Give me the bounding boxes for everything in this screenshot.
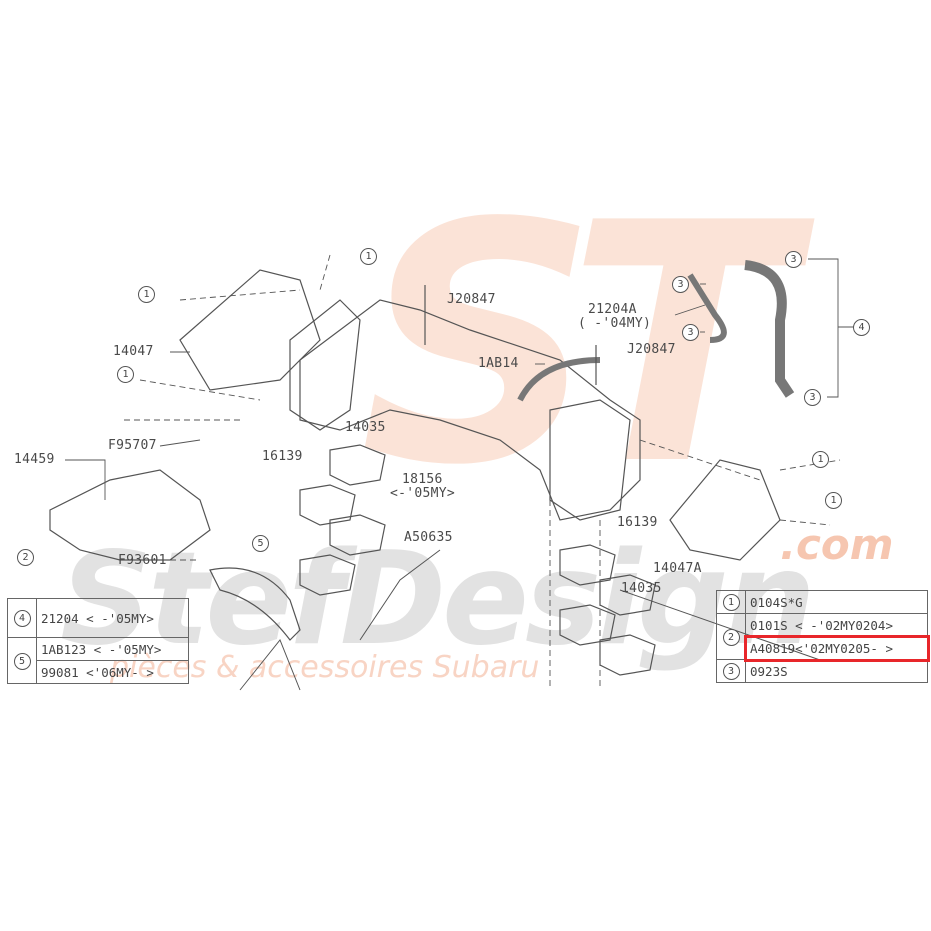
hose-21204 (744, 260, 795, 398)
callout-2: 2 (17, 549, 34, 566)
gaskets-left (299, 444, 386, 596)
legend-ref: 3 (716, 659, 746, 683)
legend-row: 2 0101S < -'02MY0204> (716, 613, 928, 660)
hose-5 (209, 567, 301, 641)
part-label-16139-right: 16139 (617, 515, 658, 530)
legend-part: 0104S*G (745, 590, 928, 614)
callout-1: 1 (812, 451, 829, 468)
part-label-18156-note: <-'05MY> (390, 486, 456, 501)
part-label-A50635: A50635 (404, 530, 453, 545)
callout-4: 4 (13, 610, 31, 627)
callout-3: 3 (804, 389, 821, 406)
part-label-14035: 14035 (345, 420, 386, 435)
legend-row: 99081 <'06MY- > (8, 660, 189, 684)
cover-14047 (179, 269, 321, 391)
watermark-domain: .com (780, 520, 894, 569)
callout-1: 1 (825, 492, 842, 509)
callout-3: 3 (672, 276, 689, 293)
callout-1: 1 (360, 248, 377, 265)
legend-ref: 2 (716, 613, 746, 660)
callout-4: 4 (853, 319, 870, 336)
legend-left: 4 21204 < -'05MY> 5 1AB123 < -'05MY> 99081… (7, 598, 189, 684)
leader-lines (65, 258, 855, 500)
guide-lines (120, 254, 841, 690)
callout-5: 5 (252, 535, 269, 552)
part-label-14035-right: 14035 (621, 581, 662, 596)
callout-3: 3 (682, 324, 699, 341)
legend-part: 21204 < -'05MY> (36, 598, 189, 638)
part-label-F95707: F95707 (108, 438, 157, 453)
cover-14047A (669, 459, 781, 561)
legend-row: 4 21204 < -'05MY> (7, 598, 189, 638)
part-label-21204A-note: ( -'04MY) (578, 316, 652, 331)
air-duct-14459 (49, 469, 211, 561)
legend-ref: 1 (716, 590, 746, 614)
part-label-F93601: F93601 (118, 553, 167, 568)
callout-3: 3 (785, 251, 802, 268)
callout-2: 2 (722, 628, 740, 646)
gaskets-right (559, 544, 656, 676)
part-label-J20847-right: J20847 (627, 342, 676, 357)
part-label-16139: 16139 (262, 449, 303, 464)
part-label-18156: 18156 (402, 472, 443, 487)
legend-row: 5 1AB123 < -'05MY> (7, 637, 189, 684)
legend-row: 3 0923S (716, 659, 928, 683)
pipe-1AB14 (517, 357, 601, 402)
part-label-21204A: 21204A (588, 302, 637, 317)
callout-1: 1 (138, 286, 155, 303)
part-label-14047: 14047 (113, 344, 154, 359)
legend-ref: 5 (7, 637, 37, 684)
part-label-14047A: 14047A (653, 561, 702, 576)
intake-manifold (299, 299, 641, 521)
legend-ref: 4 (7, 598, 37, 638)
watermark-logo: ST (360, 153, 793, 537)
legend-part-highlighted[interactable]: A40819<'02MY0205- > (743, 634, 930, 662)
part-label-1AB14: 1AB14 (478, 356, 519, 371)
callout-5: 5 (13, 652, 31, 670)
callout-1: 1 (117, 366, 134, 383)
callout-1: 1 (722, 594, 740, 611)
legend-part: 99081 <'06MY- > (36, 660, 189, 684)
legend-part: 0101S < -'02MY0204> (745, 613, 928, 637)
part-label-14459: 14459 (14, 452, 55, 467)
part-label-J20847: J20847 (447, 292, 496, 307)
hose-21204A (687, 273, 727, 343)
legend-part: 0923S (745, 659, 928, 683)
legend-row: 1 0104S*G (716, 590, 928, 614)
callout-3: 3 (722, 663, 740, 680)
legend-row: A40819<'02MY0205- > (717, 634, 930, 662)
legend-right: 1 0104S*G 2 0101S < -'02MY0204> A40819<'02… (716, 590, 930, 683)
throttle-body (289, 299, 361, 431)
legend-part: 1AB123 < -'05MY> (36, 637, 189, 661)
